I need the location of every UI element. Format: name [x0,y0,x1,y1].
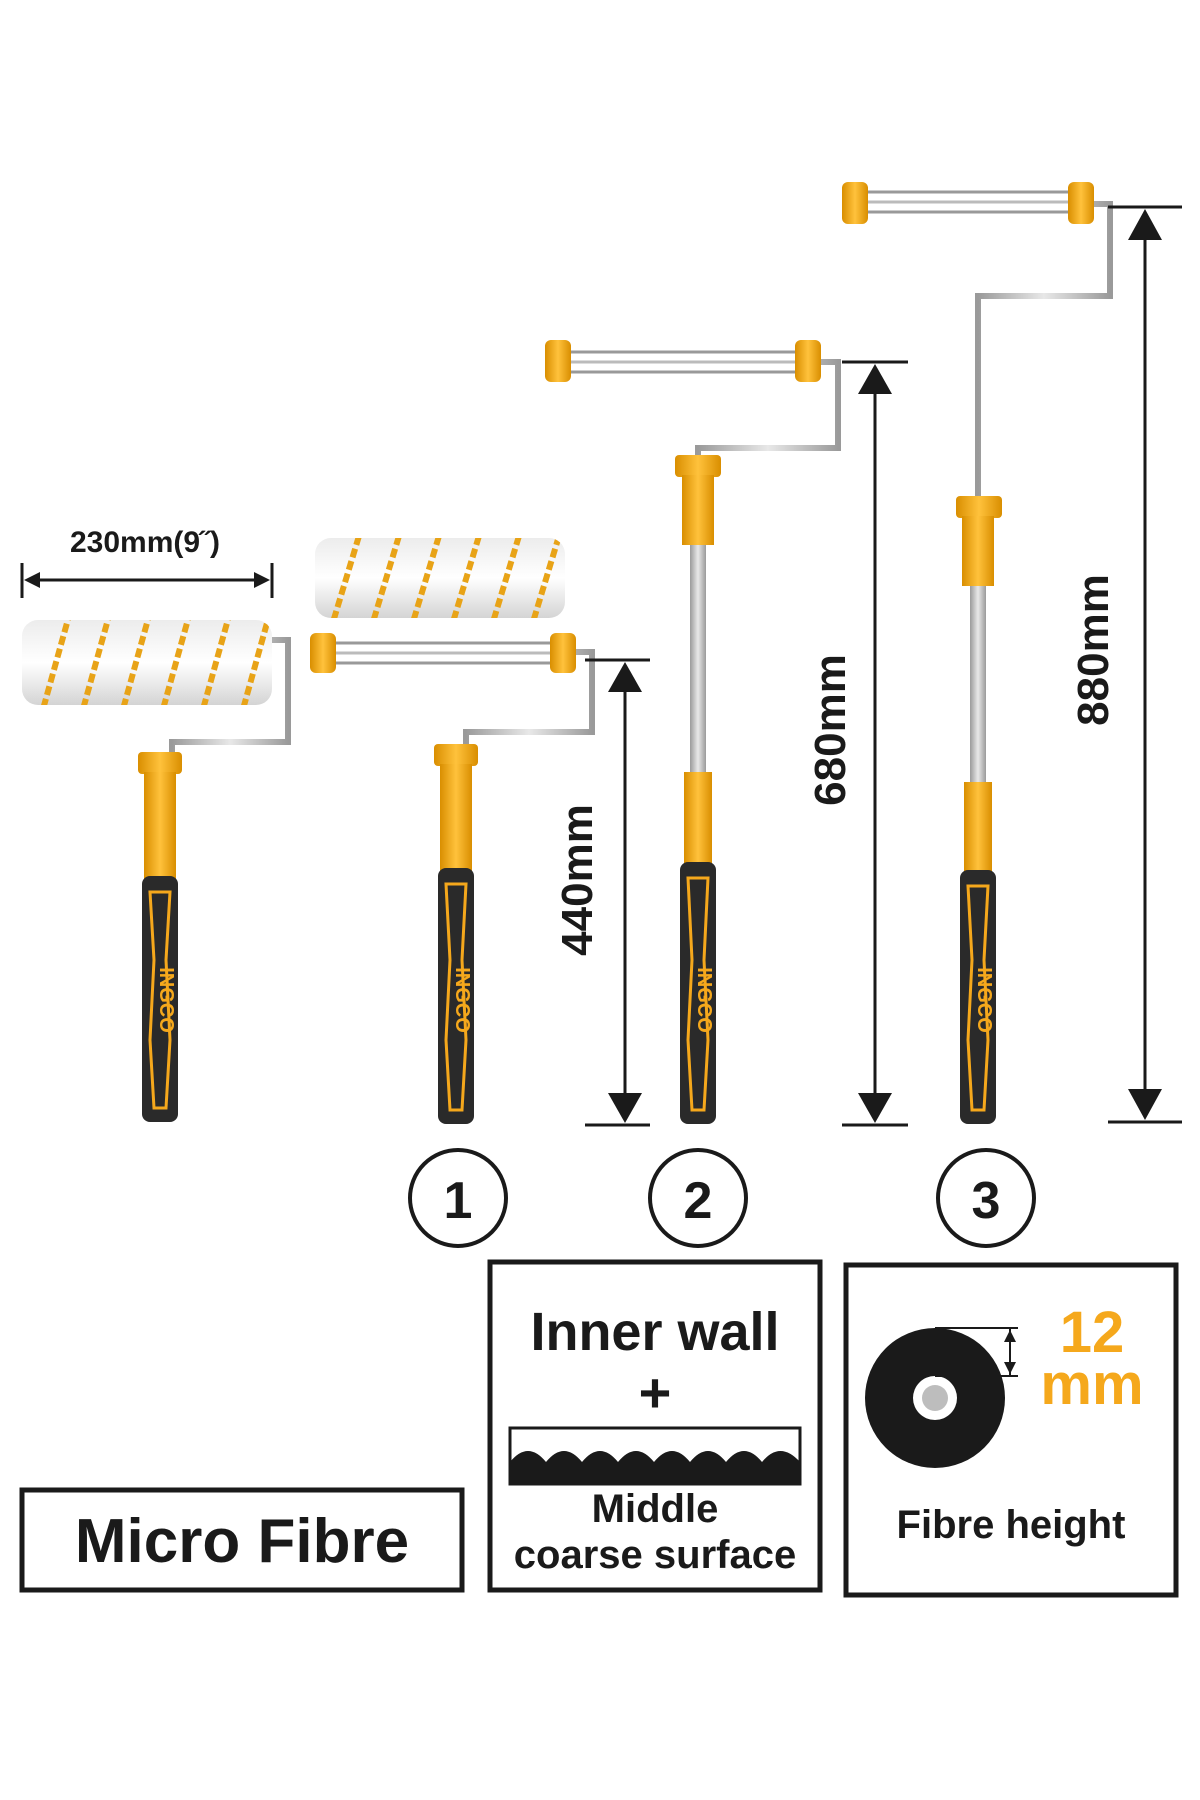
svg-text:INGCO: INGCO [155,967,177,1033]
brand-logo: INGCO [451,967,473,1033]
height-label-1: 440mm [553,804,602,956]
height-label-3: 880mm [1069,574,1118,726]
surface-plus: + [639,1361,672,1424]
variant-badge-1: 1 [408,1148,508,1248]
fibre-caption: Fibre height [897,1503,1126,1547]
svg-text:1: 1 [444,1172,473,1230]
height-label-2: 680mm [806,654,855,806]
surface-line1: Middle [592,1487,719,1531]
material-box: Micro Fibre [19,1487,465,1593]
material-label: Micro Fibre [75,1507,409,1576]
roller-2: INGCO [545,340,841,1124]
brand-logo: INGCO [693,967,715,1033]
textured-surface-icon [508,1426,802,1486]
brand-logo: INGCO [148,890,177,1110]
fibre-stripes [37,620,272,705]
brand-logo: INGCO [973,967,995,1033]
roller-cross-section-icon [865,1327,1018,1468]
roller-1: INGCO [310,538,595,1124]
height-dimension-1: 440mm [553,658,650,1127]
fibre-value: 12 [1060,1300,1125,1365]
surface-title: Inner wall [530,1302,779,1362]
variant-badge-2: 2 [648,1148,748,1248]
fibre-unit: mm [1040,1352,1143,1417]
variant-badge-3: 3 [936,1148,1036,1248]
width-dimension: 230mm(9˝) [20,526,274,598]
height-dimension-2: 680mm [806,360,908,1127]
svg-text:3: 3 [972,1172,1001,1230]
roller-standard: INGCO [22,620,291,1122]
roller-3: INGCO [842,182,1113,1124]
fibre-height-box: 12 mm Fibre height [843,1262,1179,1598]
svg-text:2: 2 [684,1172,713,1230]
fibre-stripes [327,538,565,618]
width-label: 230mm(9˝) [70,526,220,559]
surface-box: Inner wall + Middle coarse surface [487,1259,823,1593]
height-dimension-3: 880mm [1069,205,1182,1124]
roller-frame [310,633,595,750]
surface-line2: coarse surface [514,1533,796,1577]
